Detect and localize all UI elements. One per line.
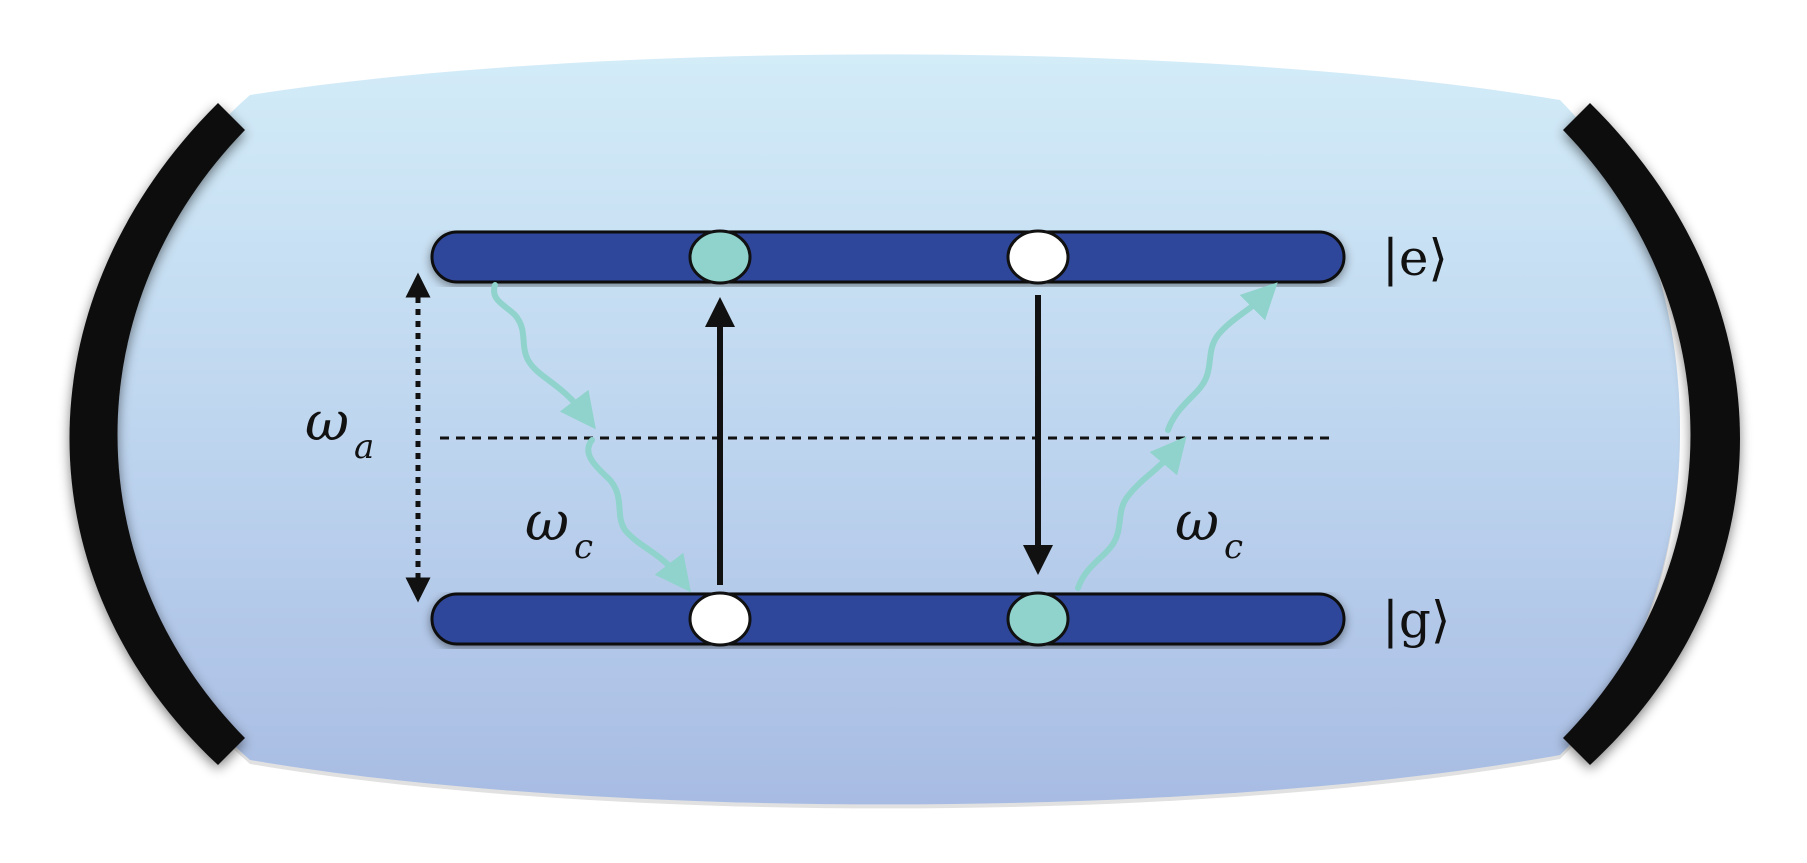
ground-level-bar bbox=[430, 592, 1346, 646]
right-mirror bbox=[1563, 103, 1740, 765]
excited-empty-state bbox=[1006, 229, 1070, 285]
ground-empty-state bbox=[688, 591, 752, 647]
svg-text:ω: ω bbox=[525, 490, 569, 553]
atomic-frequency-label: ω a bbox=[305, 390, 374, 467]
ground-state-label: |g⟩ bbox=[1382, 591, 1450, 649]
excited-state-label: |e⟩ bbox=[1382, 229, 1448, 287]
photon-left-upper bbox=[491, 282, 596, 430]
photon-right-lower bbox=[1075, 436, 1187, 591]
cavity-frequency-left-label: ω c bbox=[525, 490, 593, 567]
svg-text:ω: ω bbox=[305, 390, 349, 453]
cavity-frequency-right-label: ω c bbox=[1175, 490, 1243, 567]
ground-occupied-state bbox=[1006, 591, 1070, 647]
photon-right-upper bbox=[1165, 282, 1278, 433]
svg-text:a: a bbox=[354, 427, 374, 467]
svg-text:c: c bbox=[1224, 527, 1243, 567]
photon-left-lower bbox=[585, 437, 691, 593]
left-mirror bbox=[69, 103, 245, 765]
svg-text:c: c bbox=[574, 527, 593, 567]
svg-text:ω: ω bbox=[1175, 490, 1219, 553]
excited-occupied-state bbox=[688, 229, 752, 285]
excited-level-bar bbox=[430, 230, 1346, 284]
